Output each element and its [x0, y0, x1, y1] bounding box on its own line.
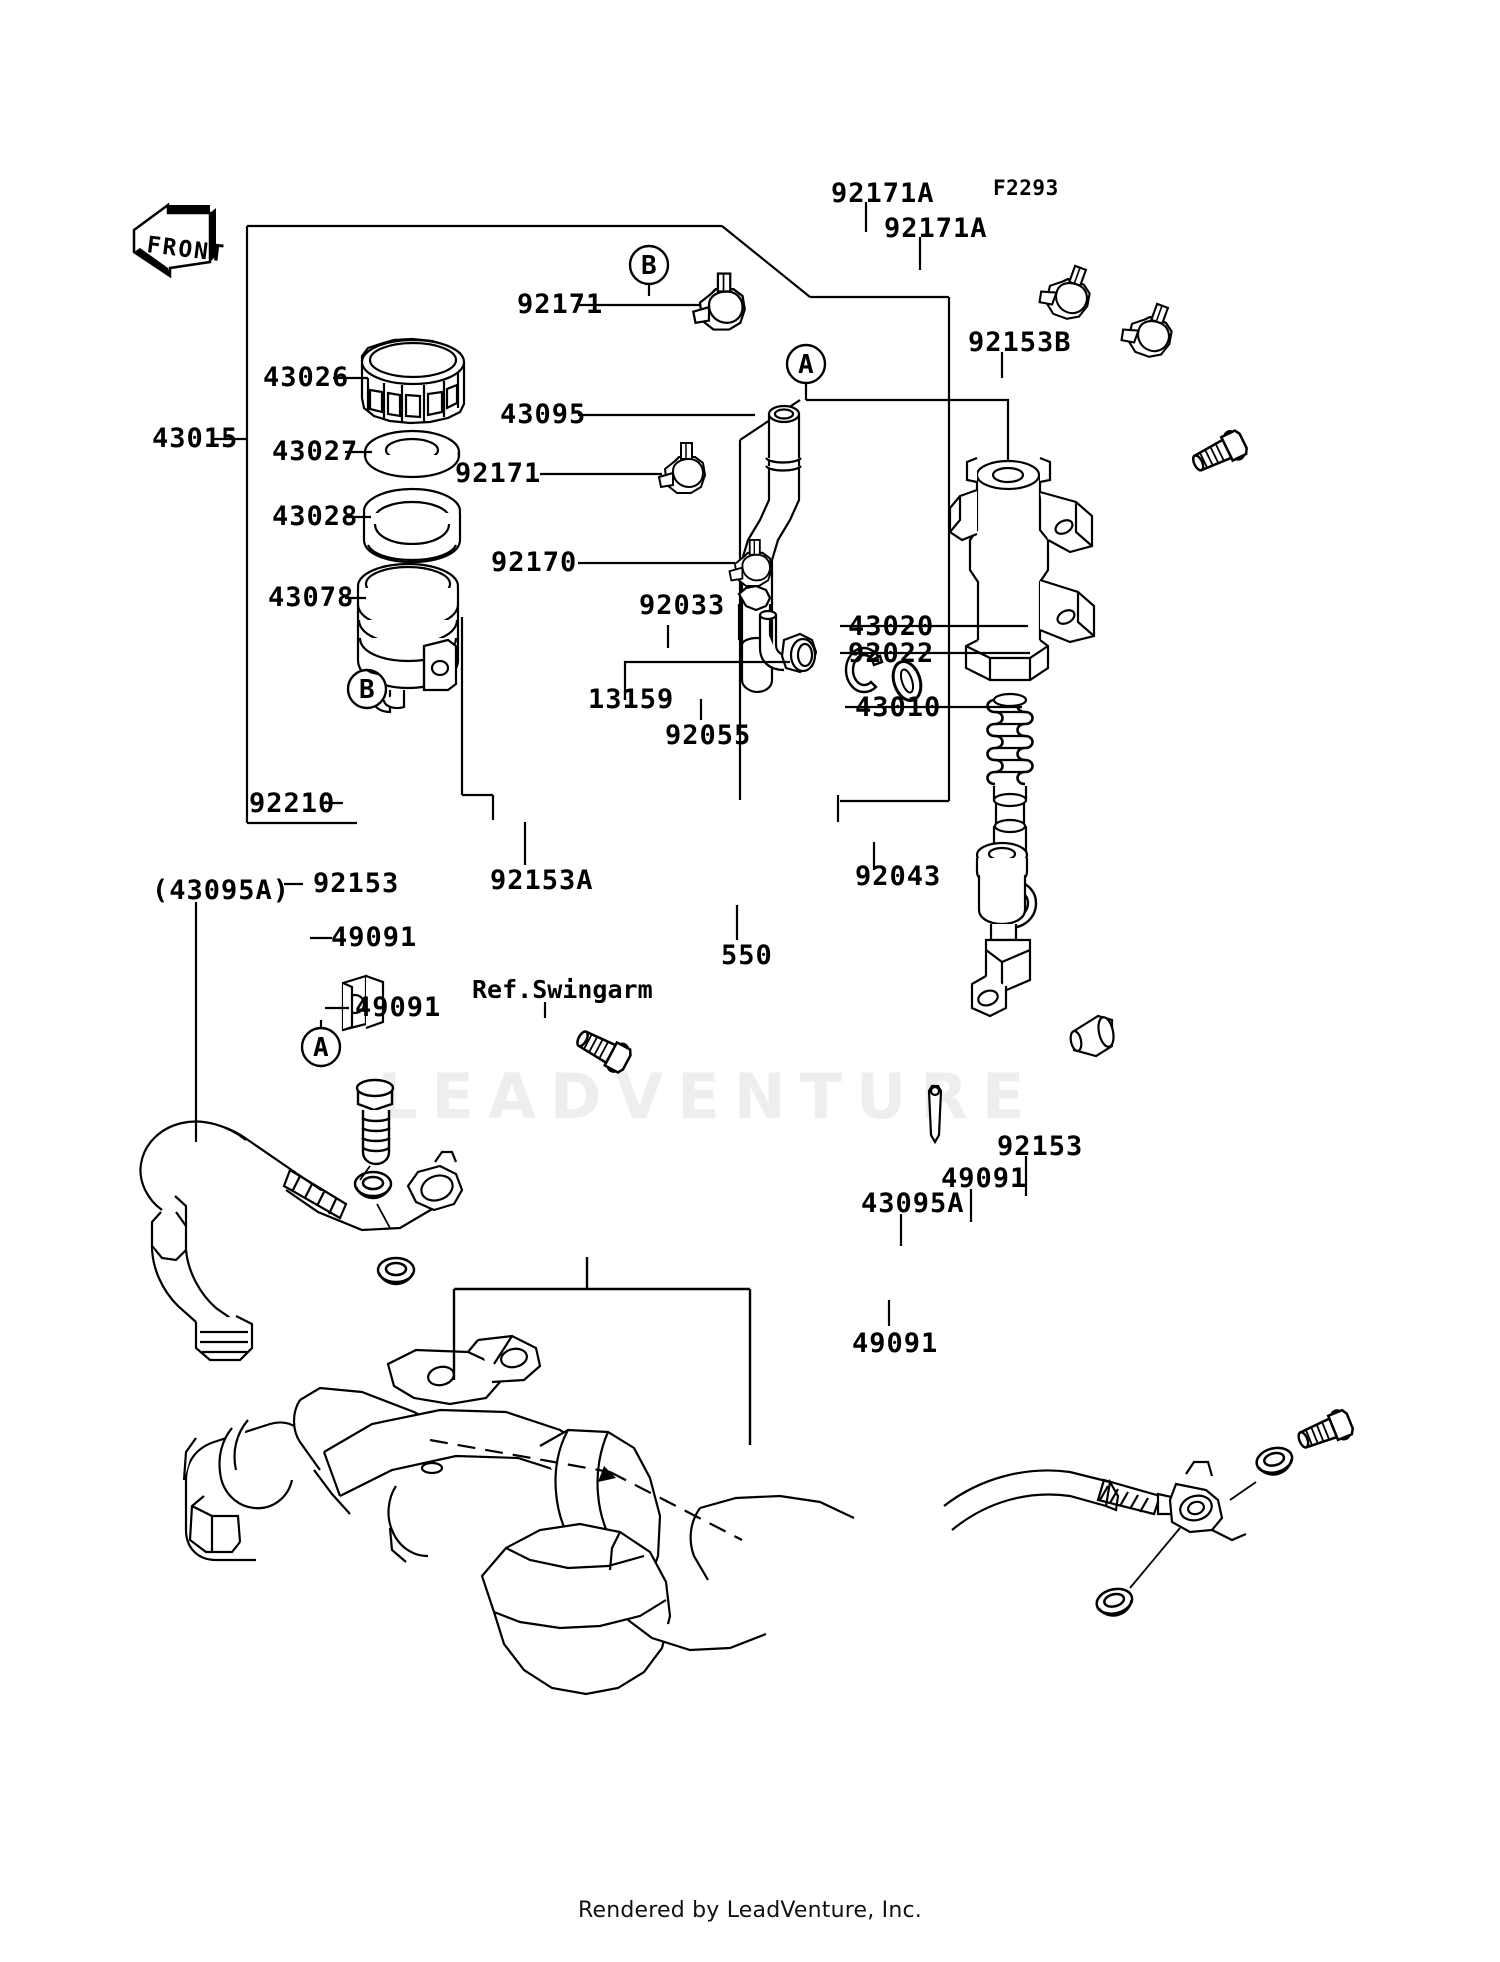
part-92171-clamp-mid [658, 442, 706, 494]
callout-49091-right-upper: 49091 [941, 1163, 1028, 1194]
part-92055-oring [891, 660, 923, 702]
callout-92153-right: 92153 [997, 1131, 1084, 1162]
ref-swingarm-illustration [182, 1334, 855, 1696]
callout-43010: 43010 [855, 692, 942, 723]
callout-92022: 92022 [848, 638, 935, 669]
callout-92171-mid: 92171 [455, 458, 542, 489]
part-92153-bolt-right [1292, 1405, 1357, 1457]
marker-b-upper-label: B [641, 251, 658, 281]
part-43010-push-rod [970, 841, 1032, 1018]
callout-92153a: 92153A [490, 865, 594, 896]
callout-43027: 43027 [272, 436, 359, 467]
callout-92043: 92043 [855, 861, 942, 892]
callout-43026: 43026 [263, 362, 350, 393]
part-92171a-clamp-1 [1034, 256, 1100, 325]
callout-43015: 43015 [152, 423, 239, 454]
callout-550: 550 [721, 940, 773, 971]
part-43027-plate [363, 429, 461, 479]
part-49091-washer-lower-left [376, 1256, 416, 1286]
part-43028-diaphragm [362, 487, 462, 564]
part-43020-piston [986, 692, 1034, 864]
part-43095a-hose-lower [943, 1460, 1247, 1542]
callout-92055: 92055 [665, 720, 752, 751]
part-92043-pin [1069, 1014, 1115, 1058]
callout-43020: 43020 [848, 611, 935, 642]
part-master-cylinder-body [948, 456, 1096, 682]
part-92153b-bolt [1186, 426, 1251, 480]
part-43078-reservoir [356, 562, 460, 714]
marker-a-lower-label: A [313, 1033, 330, 1063]
part-92171-clamp-upper [692, 272, 746, 331]
part-92153a-bolt [570, 1022, 635, 1077]
part-49091-washer-upper-left [353, 1170, 393, 1200]
part-92153-bolt-left [355, 1078, 395, 1166]
washer-leader-lines-right [1129, 1481, 1257, 1589]
callout-43078: 43078 [268, 582, 355, 613]
part-43026-cap [360, 337, 466, 425]
sheet-code: F2293 [993, 176, 1059, 200]
front-arrow-icon: FRONT [132, 202, 227, 279]
callout-49091-right-lower: 49091 [852, 1328, 939, 1359]
washer-leader-lines [359, 1165, 391, 1229]
part-92033-snap-ring [844, 646, 884, 694]
part-92171a-clamp-2 [1116, 294, 1182, 363]
callout-92153-left: 92153 [313, 868, 400, 899]
callout-92171a-2: 92171A [884, 213, 988, 244]
callout-leader-lines [194, 202, 1030, 1326]
callout-43028: 43028 [272, 501, 359, 532]
callout-13159: 13159 [588, 684, 675, 715]
callout-43095a-lower: 43095A [861, 1188, 965, 1219]
part-92210-clip [341, 974, 385, 1032]
part-49091-washer-lower-right [1092, 1584, 1137, 1621]
callout-92171-upper: 92171 [517, 289, 604, 320]
callout-92153b: 92153B [968, 327, 1072, 358]
ref-swingarm-bracket [452, 1257, 752, 1445]
callout-92033: 92033 [639, 590, 726, 621]
part-550-cotter-pin [927, 1084, 943, 1145]
callout-49091-left-lower: 49091 [355, 992, 442, 1023]
callout-92171a-1: 92171A [831, 178, 935, 209]
part-43095a-hose-upper [139, 1120, 464, 1362]
ref-swingarm-label: Ref.Swingarm [472, 975, 653, 1004]
footer-attribution: Rendered by LeadVenture, Inc. [578, 1898, 922, 1923]
part-13159-joint [758, 609, 818, 674]
callout-49091-left-upper: 49091 [331, 922, 418, 953]
callout-43095a-upper: (43095A) [152, 875, 291, 906]
callout-43095: 43095 [500, 399, 587, 430]
part-49091-washer-upper-right [1252, 1443, 1297, 1480]
callout-92170: 92170 [491, 547, 578, 578]
marker-a-upper-label: A [798, 350, 815, 380]
part-43095-hose-lower [737, 584, 772, 640]
callout-92210: 92210 [249, 788, 336, 819]
marker-b-lower-label: B [359, 675, 376, 705]
